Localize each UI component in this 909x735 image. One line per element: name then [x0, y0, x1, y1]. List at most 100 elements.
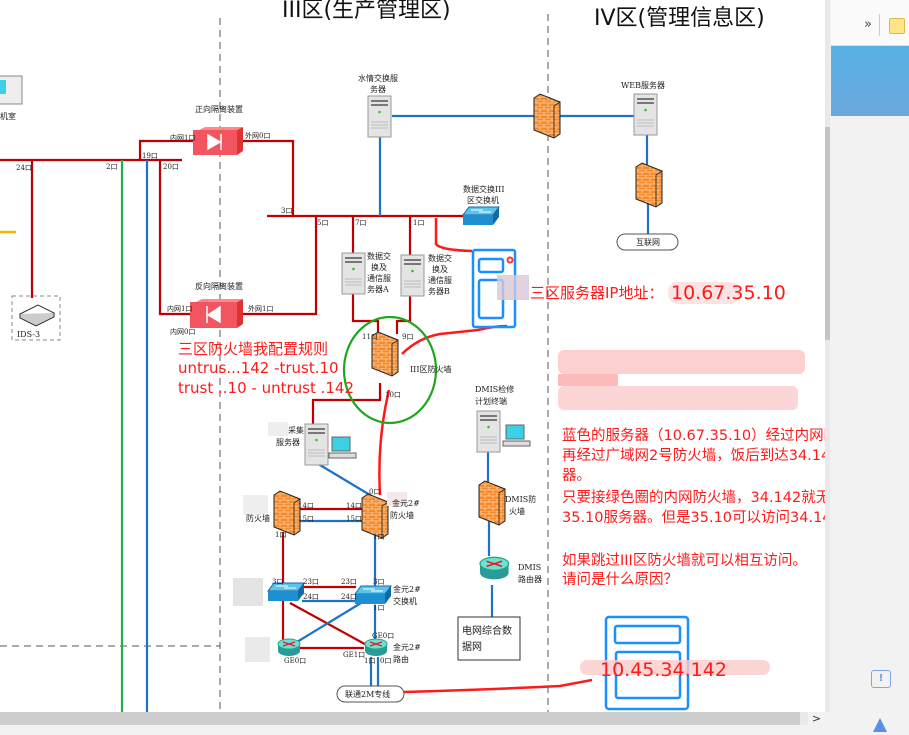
water-server-label: 水情交换服: [358, 73, 398, 83]
jy-firewall-label: 金元2#: [392, 498, 420, 508]
port-label: 19口: [142, 152, 158, 160]
svg-text:换及: 换及: [371, 262, 387, 272]
data-switch-label: 数据交换III: [463, 184, 504, 194]
server-b-icon: [400, 254, 425, 297]
left-firewall-label: 防火墙: [246, 513, 270, 523]
bottom-strip: [0, 725, 830, 735]
svg-text:通信服: 通信服: [367, 273, 391, 283]
svg-text:只要接绿色圈的内网防火墙，34.142就无法访问: 只要接绿色圈的内网防火墙，34.142就无法访问: [562, 489, 825, 506]
ip-highlight: [668, 282, 740, 304]
port-label: 1口: [373, 604, 384, 612]
port-label: 5口: [317, 219, 328, 227]
svg-text:务器B: 务器B: [428, 286, 450, 296]
vertical-scrollbar-thumb[interactable]: [825, 127, 830, 340]
dmis-terminal-label: 计划终端: [475, 396, 507, 406]
zone3-title: III区(生产管理区): [282, 0, 451, 23]
sidebar-toolbar: »: [831, 0, 909, 46]
zone4-title: IV区(管理信息区): [594, 6, 765, 31]
port-label: 1口: [364, 657, 375, 665]
zone3-server-ip: 10.67.35.10: [671, 282, 786, 304]
vertical-scrollbar-track[interactable]: [825, 0, 830, 712]
port-label: 10口: [385, 391, 401, 399]
svg-text:蓝色的服务器（10.67.35.10）经过内网防火墙，: 蓝色的服务器（10.67.35.10）经过内网防火墙，: [562, 427, 825, 444]
dmis-terminal-icon: [476, 410, 501, 453]
blurred-patch: [243, 495, 268, 515]
svg-text:再经过广域网2号防火墙，饭后到达34.142服务: 再经过广域网2号防火墙，饭后到达34.142服务: [562, 447, 825, 464]
port-label: 15口: [298, 515, 314, 523]
acq-server-icon: [304, 423, 329, 466]
port-label: 24口: [303, 593, 319, 601]
dmis-firewall-label: 火墙: [509, 506, 525, 516]
port-label: 1口: [275, 531, 286, 539]
jy-firewall-icon: [361, 493, 389, 539]
port-label: 0口: [380, 657, 391, 665]
firewall-icon: [635, 162, 663, 208]
grid-network-box: [457, 616, 521, 661]
port-label: 1口: [413, 219, 424, 227]
internet-node: [616, 233, 679, 251]
diagram-canvas: III区(生产管理区) IV区(管理信息区) 机室 IDS-3 24口: [0, 0, 882, 712]
port-label: GE0口: [284, 657, 306, 665]
feedback-icon[interactable]: !: [871, 670, 891, 688]
svg-text:数据交: 数据交: [428, 253, 452, 263]
port-label: GE1口: [343, 651, 365, 659]
blurred-patch: [233, 578, 263, 606]
port-label: 3口: [281, 207, 292, 215]
dmis-router-label: DMIS: [518, 563, 541, 572]
dmis-firewall-icon: [478, 480, 506, 526]
left-room-label: 机室: [0, 111, 16, 121]
port-label: 内网1口: [170, 133, 195, 142]
dmis-router-label: 路由器: [518, 574, 542, 584]
scroll-right-button[interactable]: >: [811, 712, 822, 725]
network-diagram: III区(生产管理区) IV区(管理信息区) 机室 IDS-3 24口: [0, 0, 882, 712]
port-label: 9口: [402, 333, 413, 341]
port-label: 7口: [355, 219, 366, 227]
zone3-server-ip-label: 三区服务器IP地址：: [530, 284, 663, 302]
grid-network-label: 电网综合数: [462, 624, 512, 637]
jy-firewall-label: 防火墙: [390, 510, 414, 520]
port-label: 3口: [373, 578, 384, 586]
reverse-isolation-device: [190, 299, 243, 328]
port-label: 外网1口: [248, 304, 273, 313]
blurred-patch: [387, 492, 407, 506]
rule-line-2: trust ..10 - untrust .142: [178, 379, 354, 397]
svg-text:数据交: 数据交: [367, 251, 391, 261]
reverse-isolation-label: 反向隔离装置: [195, 281, 243, 291]
ids-label: IDS-3: [17, 330, 40, 339]
port-label: 23口: [341, 578, 357, 586]
port-label: GE0口: [372, 632, 394, 640]
web-server-icon: [633, 93, 658, 136]
svg-text:请问是什么原因？: 请问是什么原因？: [562, 571, 678, 588]
green-circle: [342, 315, 438, 425]
scroll-top-icon[interactable]: [873, 718, 887, 732]
monitor-icon: [502, 424, 531, 447]
remote-server-ip: 10.45.34.142: [600, 659, 727, 681]
unicom-line-node: [336, 685, 405, 703]
svg-text:务器A: 务器A: [367, 284, 389, 294]
svg-text:换及: 换及: [432, 264, 448, 274]
horizontal-scrollbar-thumb[interactable]: [0, 712, 800, 725]
jy-router-label: 金元2#: [393, 642, 421, 652]
jy-switch-label: 交换机: [393, 596, 417, 606]
dmis-terminal-label: DMIS检修: [475, 384, 514, 394]
port-label: 3口: [272, 578, 283, 586]
more-chevron-icon[interactable]: »: [864, 17, 872, 32]
web-server-label: WEB服务器: [621, 80, 665, 90]
port-label: 内网0口: [170, 327, 195, 336]
dmis-router-icon: [479, 556, 510, 581]
acq-server-label: 服务器: [276, 437, 300, 447]
port-label: 2口: [106, 163, 117, 171]
monitor-icon: [328, 436, 357, 459]
computer-icon: [0, 75, 23, 105]
acq-server-label: 采集: [288, 425, 304, 435]
port-label: 24口: [341, 593, 357, 601]
rules-title: 三区防火墙我配置规则: [178, 340, 328, 358]
left-firewall-icon: [273, 490, 301, 536]
svg-text:器。: 器。: [562, 468, 591, 484]
data-switch-label: 区交换机: [467, 195, 499, 205]
folder-icon[interactable]: [889, 18, 905, 34]
sidebar-banner: [831, 46, 909, 116]
toolbar-divider: [879, 14, 880, 36]
